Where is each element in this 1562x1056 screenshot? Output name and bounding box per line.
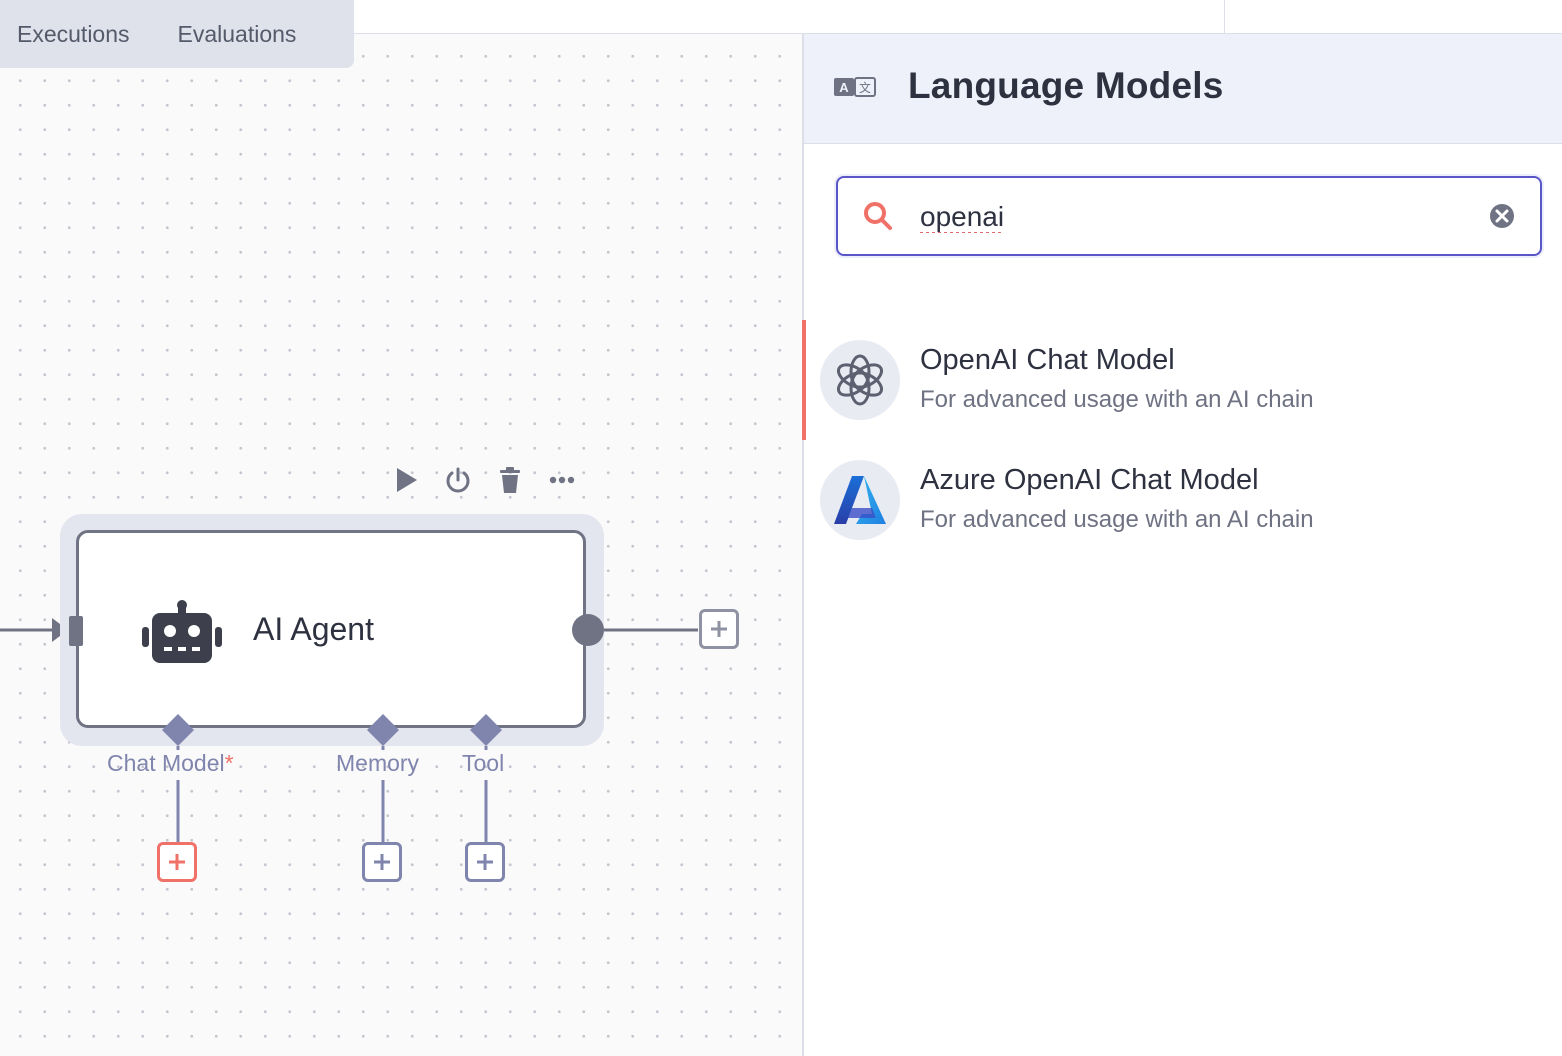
play-icon[interactable] (390, 464, 422, 496)
connector-label-chat-model: Chat Model* (107, 750, 234, 777)
azure-icon (820, 460, 900, 540)
power-icon[interactable] (442, 464, 474, 496)
tab-executions[interactable]: Executions (17, 20, 130, 47)
add-tool-button[interactable] (465, 842, 505, 882)
add-memory-button[interactable] (362, 842, 402, 882)
clear-icon[interactable] (1488, 202, 1516, 235)
result-description: For advanced usage with an AI chain (920, 386, 1314, 413)
plus-icon (374, 854, 390, 870)
tab-evaluations[interactable]: Evaluations (177, 20, 297, 47)
robot-icon (140, 599, 224, 667)
plus-icon (477, 854, 493, 870)
result-azure-openai-chat-model[interactable]: Azure OpenAI Chat Model For advanced usa… (804, 440, 1562, 560)
plus-icon (169, 854, 185, 870)
plus-icon (711, 621, 727, 637)
chat-model-diamond[interactable] (160, 712, 196, 748)
openai-icon (820, 340, 900, 420)
view-tabs: Executions Evaluations (0, 0, 354, 68)
connector-label-tool: Tool (462, 750, 505, 776)
panel-title: Language Models (908, 65, 1224, 106)
workflow-canvas[interactable]: AI Agent Chat Model* Memory Tool (0, 34, 802, 1056)
add-chat-model-button[interactable] (157, 842, 197, 882)
node-creator-panel: A 文 Language Models (802, 34, 1562, 1056)
svg-text:A: A (839, 80, 849, 95)
active-indicator (802, 320, 806, 440)
search-box[interactable] (836, 176, 1542, 256)
result-title: OpenAI Chat Model (920, 344, 1175, 376)
ai-agent-node[interactable]: AI Agent (76, 530, 586, 728)
tool-diamond[interactable] (468, 712, 504, 748)
search-input[interactable] (918, 192, 1462, 242)
result-description: For advanced usage with an AI chain (920, 506, 1314, 533)
connector-label-memory: Memory (336, 750, 420, 776)
result-title: Azure OpenAI Chat Model (920, 464, 1259, 496)
trash-icon[interactable] (494, 464, 526, 496)
translate-icon: A 文 (834, 76, 876, 103)
memory-diamond[interactable] (365, 712, 401, 748)
node-input-port[interactable] (69, 616, 83, 646)
result-openai-chat-model[interactable]: OpenAI Chat Model For advanced usage wit… (802, 320, 1562, 440)
more-icon[interactable] (546, 464, 578, 496)
required-star: * (224, 750, 234, 776)
node-toolbar (390, 460, 578, 500)
connector-label-text: Chat Model (107, 750, 225, 776)
top-bar-divider (1224, 0, 1225, 33)
add-next-node-button[interactable] (699, 609, 739, 649)
search-icon (862, 200, 894, 237)
panel-header: A 文 Language Models (804, 34, 1562, 144)
node-title: AI Agent (253, 611, 374, 647)
svg-text:文: 文 (859, 80, 871, 95)
node-output-port[interactable] (572, 614, 604, 646)
